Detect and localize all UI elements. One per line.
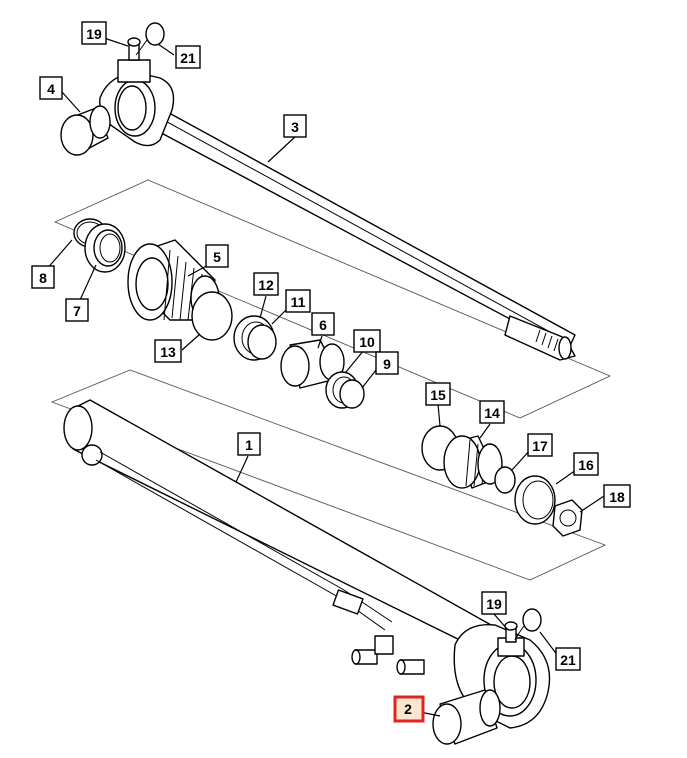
- callout-21-bottom: 21: [555, 647, 581, 671]
- leader-lines: [45, 37, 605, 717]
- svg-text:15: 15: [430, 387, 446, 403]
- piston-rod: [151, 107, 576, 361]
- svg-text:19: 19: [486, 596, 502, 612]
- callout-13: 13: [154, 339, 182, 363]
- svg-text:4: 4: [47, 81, 55, 97]
- svg-text:9: 9: [383, 356, 391, 372]
- svg-text:5: 5: [213, 249, 221, 265]
- o-ring-part-13: [191, 291, 233, 341]
- svg-text:14: 14: [484, 405, 500, 421]
- callout-7: 7: [65, 298, 89, 322]
- callout-9: 9: [375, 351, 399, 375]
- callout-2-highlighted: 2: [393, 695, 425, 723]
- svg-text:6: 6: [319, 317, 327, 333]
- grease-nipple-top: [127, 37, 141, 61]
- piston-head-part-14: [443, 435, 503, 489]
- callout-15: 15: [425, 382, 451, 406]
- callout-3: 3: [283, 114, 307, 138]
- hydraulic-port-right: [396, 659, 425, 675]
- svg-text:12: 12: [258, 277, 274, 293]
- callout-1: 1: [237, 432, 261, 456]
- callout-16: 16: [573, 452, 599, 476]
- svg-text:8: 8: [39, 270, 47, 286]
- svg-text:19: 19: [86, 26, 102, 42]
- callout-19-top: 19: [81, 21, 107, 45]
- bushing-part-4: [60, 105, 111, 156]
- bushing-part-2: [432, 689, 501, 745]
- svg-text:21: 21: [180, 50, 196, 66]
- callout-19-bottom: 19: [481, 591, 507, 615]
- wear-ring-part-16: [514, 475, 556, 525]
- svg-text:17: 17: [532, 438, 548, 454]
- svg-text:18: 18: [609, 489, 625, 505]
- grease-cap-top: [135, 22, 165, 56]
- hydraulic-port-left: [351, 635, 394, 665]
- callout-11: 11: [285, 289, 311, 313]
- seal-rings-part-11-12: [233, 315, 277, 361]
- svg-text:13: 13: [160, 344, 176, 360]
- svg-text:16: 16: [578, 457, 594, 473]
- svg-text:7: 7: [73, 303, 81, 319]
- callout-12: 12: [253, 272, 279, 296]
- callout-4: 4: [39, 76, 63, 100]
- callout-5: 5: [205, 244, 229, 268]
- piston-part-6: [280, 339, 345, 389]
- wiper-seal-part-7: [84, 223, 126, 273]
- callout-18: 18: [603, 484, 631, 508]
- svg-text:2: 2: [404, 701, 412, 717]
- nut-part-18: [552, 499, 583, 537]
- rod-eye: [99, 59, 175, 147]
- grease-cap-bottom: [514, 608, 542, 641]
- svg-text:10: 10: [359, 334, 375, 350]
- callout-21-top: 21: [175, 45, 201, 69]
- svg-text:21: 21: [560, 652, 576, 668]
- callout-6: 6: [311, 312, 335, 336]
- callout-8: 8: [31, 265, 55, 289]
- ring-part-17: [494, 466, 516, 494]
- piston-seals-part-9-10: [325, 371, 365, 409]
- callout-10: 10: [353, 329, 381, 353]
- barrel-group-outline: [50, 369, 607, 581]
- callout-14: 14: [479, 400, 505, 424]
- svg-text:3: 3: [291, 119, 299, 135]
- svg-text:1: 1: [245, 437, 253, 453]
- svg-text:11: 11: [291, 294, 306, 310]
- callout-17: 17: [527, 433, 553, 457]
